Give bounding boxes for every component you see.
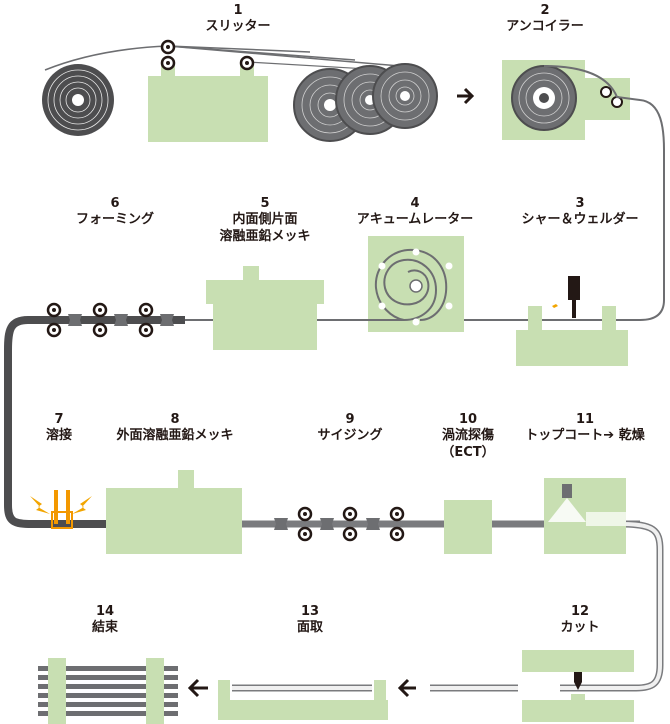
flow-arrow-1 [457,87,475,105]
step-number: 7 [54,412,64,427]
step-label-6: 6 フォーミング [50,196,180,229]
step-label-12: 12 カット [540,604,620,637]
step-label-7: 7 溶接 [24,412,94,445]
step-label-9: 9 サイジング [285,412,415,445]
step-name: 内面側片面 [232,212,298,228]
step-number: 13 [300,604,320,619]
step-label-11: 11 トップコート➔ 乾燥 [510,412,660,445]
step-label-2: 2 アンコイラー [480,3,610,36]
flow-arrow-3 [187,678,208,698]
step-number: 9 [345,412,355,427]
inner-zinc-bath [206,266,324,350]
step-number: 12 [570,604,590,619]
outer-zinc-bath [106,470,242,554]
step-number: 8 [170,412,180,427]
step-number: 2 [540,3,550,18]
step-number: 4 [410,196,420,211]
bundle-unit [38,658,178,724]
step-name: 面取 [296,620,323,636]
strip-path [4,65,665,692]
step-name: カット [560,620,600,636]
step-number: 6 [110,196,120,211]
step-label-8: 8 外面溶融亜鉛メッキ [100,412,250,445]
slitter-roller [160,39,255,71]
welding-unit [30,490,92,529]
step-number: 5 [260,196,270,211]
ect-unit [444,500,492,554]
step-number: 3 [575,196,585,211]
step-name: 溶接 [45,428,72,444]
step-name: アキュームレーター [356,212,474,228]
step-name: シャー＆ウェルダー [521,212,639,228]
cut-unit [522,650,634,722]
step-label-1: 1 スリッター [173,3,303,36]
step-name: 結束 [91,620,118,636]
topcoat-unit [544,478,626,554]
step-number: 1 [233,3,243,18]
sizing-rollers [274,506,405,542]
step-name: フォーミング [75,212,154,228]
chamfer-unit [218,680,388,720]
step-number: 11 [575,412,595,427]
step-label-10: 10 渦流探傷 （ECT） [418,412,518,461]
step-name: アンコイラー [506,19,584,35]
step-label-5: 5 内面側片面 溶融亜鉛メッキ [195,196,335,245]
step-name: 外面溶融亜鉛メッキ [116,428,234,444]
step-name: 渦流探傷 [441,428,494,444]
source-coil [42,64,114,136]
step-name: トップコート➔ 乾燥 [525,428,645,444]
slit-coils [293,63,438,142]
step-label-13: 13 面取 [270,604,350,637]
uncoiler-machine [502,60,630,140]
shear-welder-machine [516,276,628,366]
step-subname: （ECT） [441,444,495,460]
accumulator-machine [350,236,464,332]
step-number: 14 [95,604,115,619]
forming-rollers [46,302,174,338]
flow-arrow-2 [397,678,518,698]
step-name: スリッター [205,19,271,35]
step-label-3: 3 シャー＆ウェルダー [500,196,660,229]
step-number: 10 [458,412,478,427]
step-label-4: 4 アキュームレーター [340,196,490,229]
step-label-14: 14 結束 [65,604,145,637]
step-name: サイジング [317,428,383,444]
slitter-machine [42,39,438,142]
step-subname: 溶融亜鉛メッキ [219,228,311,244]
